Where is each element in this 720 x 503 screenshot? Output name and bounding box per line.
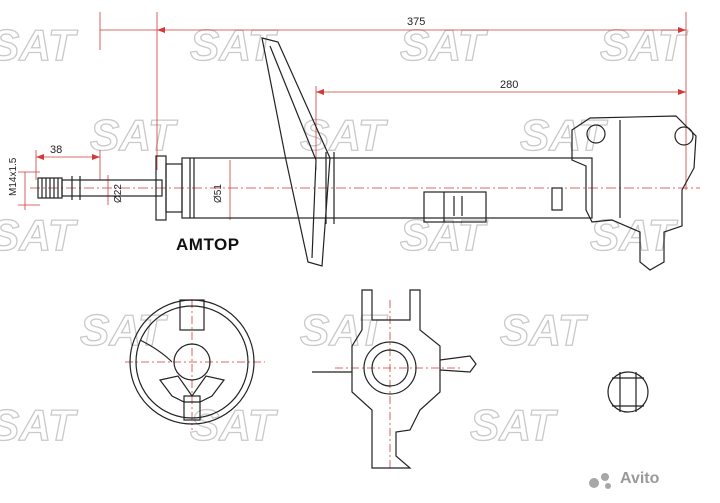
dim-rod-diameter: Ø22 — [113, 184, 124, 203]
rod-section-view — [607, 371, 649, 413]
watermark-text: SAT — [0, 21, 78, 70]
watermark-text: SAT — [520, 111, 608, 160]
watermark-text: SAT — [0, 401, 78, 450]
brand-label: AMTOP — [176, 235, 240, 254]
watermark-text: SAT — [190, 21, 278, 70]
watermark-text: SAT — [190, 401, 278, 450]
dim-tube-diameter: Ø51 — [213, 184, 224, 203]
watermark-text: SAT — [300, 111, 388, 160]
watermark-text: SAT — [90, 111, 178, 160]
dim-thread-length: 38 — [50, 144, 62, 156]
watermark-text: SAT — [600, 21, 688, 70]
watermark-text: SAT — [470, 401, 558, 450]
dim-thread-size: M14x1.5 — [8, 157, 19, 196]
watermark-text: SAT — [500, 306, 588, 355]
watermark-text: SAT — [400, 21, 488, 70]
strut-side-view — [37, 37, 697, 271]
mount-plan-view — [129, 299, 255, 425]
dim-body-length: 280 — [500, 79, 518, 91]
dimension-arrows — [36, 27, 686, 160]
avito-logo-text: Avito — [620, 470, 660, 487]
avito-logo-icon — [589, 473, 611, 489]
watermark-text: SAT — [590, 211, 678, 260]
knuckle-end-view — [312, 289, 477, 469]
dimension-lines — [18, 12, 700, 470]
dim-overall-length: 375 — [407, 16, 425, 28]
watermark-text: SAT — [0, 211, 78, 260]
watermark-pattern: SAT SAT SAT SAT SAT SAT SAT SAT SAT SAT … — [0, 20, 689, 450]
